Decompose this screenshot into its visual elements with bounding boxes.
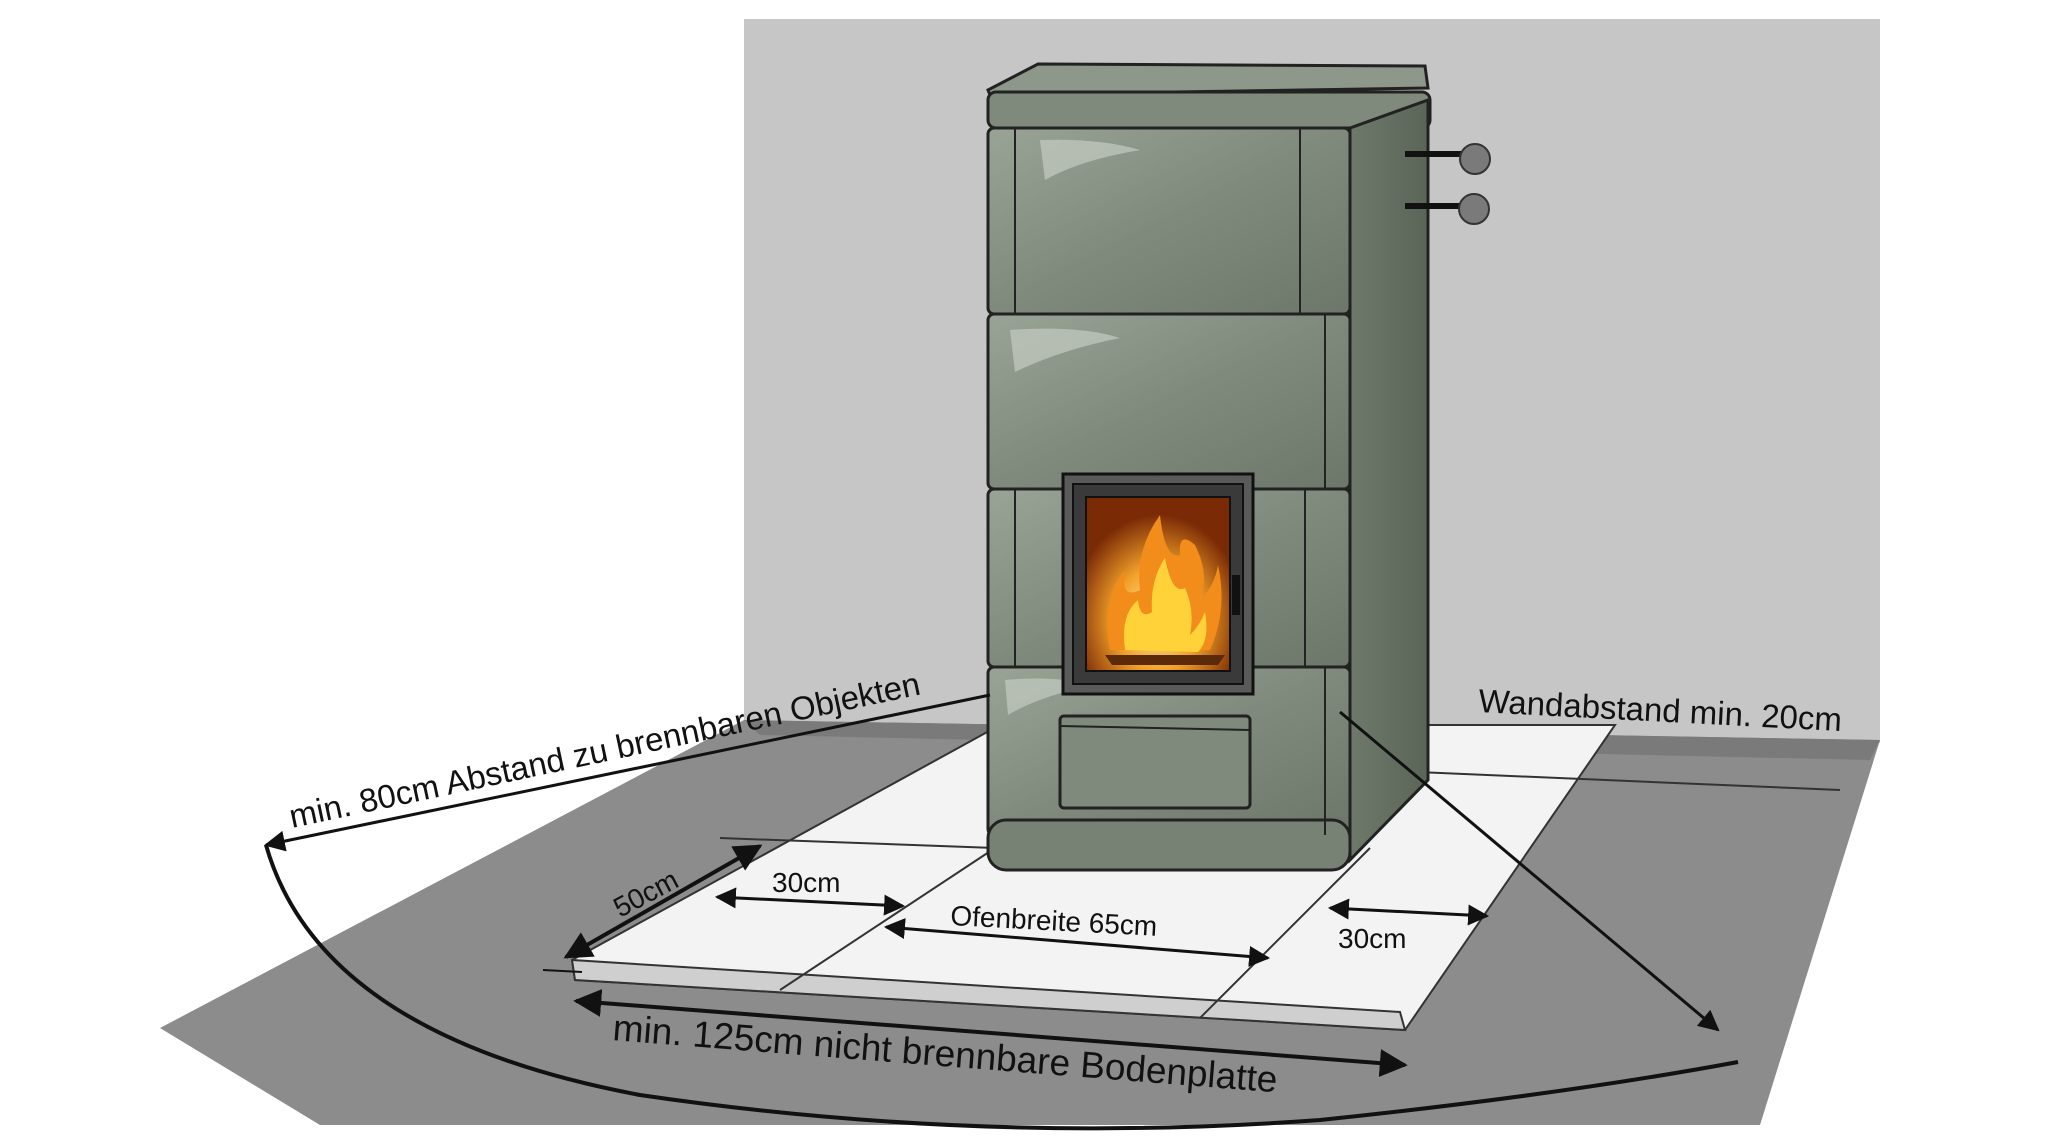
tile-highlight [1040, 139, 1140, 180]
dimension-tick [542, 969, 583, 973]
label-side-left: 30cm [772, 867, 840, 898]
arrow-icon [573, 988, 1408, 1078]
wall-knob-icon [1405, 143, 1491, 225]
arrow-icon [883, 918, 1271, 967]
tiled-stove [986, 62, 1432, 872]
ash-drawer [1058, 714, 1252, 810]
fire-icon [1105, 515, 1225, 665]
arrow-icon [714, 887, 906, 916]
combustible-distance-arc [264, 844, 1739, 1131]
stove-side [1348, 97, 1430, 864]
arrow-icon [263, 693, 991, 852]
fire-door-handle [1232, 575, 1240, 615]
tile-highlight [1010, 328, 1120, 372]
ash-drawer-edge [1059, 725, 1251, 731]
plate-seam [719, 837, 996, 849]
arrow-icon [1327, 898, 1490, 926]
label-side-right: 30cm [1338, 923, 1406, 954]
plate-seam [1369, 769, 1841, 791]
stove-top [986, 62, 1430, 97]
arrow-icon [563, 844, 763, 959]
stove-base [986, 818, 1352, 872]
arrow-icon [1339, 710, 1720, 1032]
